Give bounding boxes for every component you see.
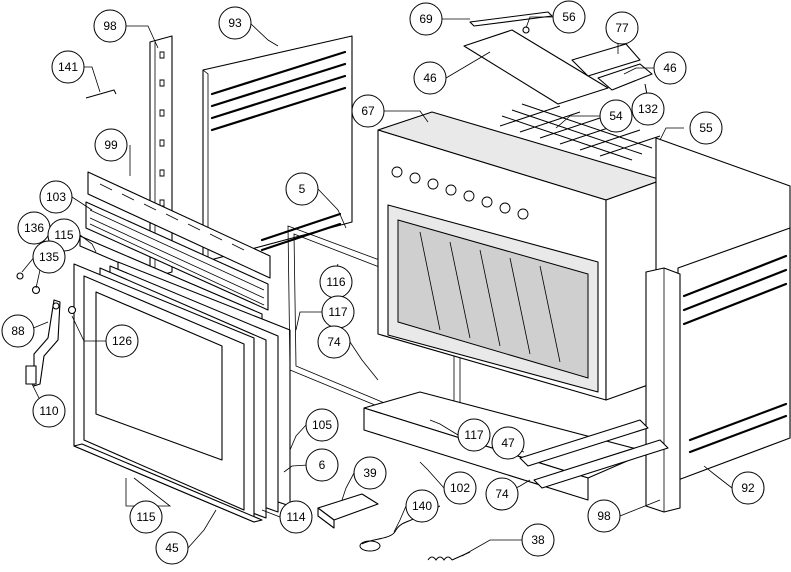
callout-135: 135 bbox=[32, 240, 66, 274]
callout-label: 140 bbox=[412, 499, 432, 513]
part-top-deflector bbox=[463, 11, 653, 105]
callout-110: 110 bbox=[32, 394, 66, 428]
callout-77: 77 bbox=[605, 11, 639, 45]
callout-46-right: 46 bbox=[653, 51, 687, 85]
part-door-handle bbox=[25, 299, 61, 387]
part-spring-probe bbox=[427, 551, 471, 561]
callout-92: 92 bbox=[731, 471, 765, 505]
part-firebox-body bbox=[377, 111, 663, 401]
callout-5: 5 bbox=[285, 172, 319, 206]
callout-label: 45 bbox=[165, 541, 179, 555]
callout-46-left: 46 bbox=[413, 61, 447, 95]
callout-93: 93 bbox=[218, 6, 252, 40]
callout-label: 88 bbox=[11, 324, 25, 338]
callout-99: 99 bbox=[94, 128, 128, 162]
callout-102: 102 bbox=[443, 471, 477, 505]
callout-label: 105 bbox=[312, 418, 332, 432]
callout-116: 116 bbox=[319, 265, 353, 299]
callout-label: 117 bbox=[328, 305, 347, 319]
callout-label: 38 bbox=[531, 533, 545, 547]
callout-label: 69 bbox=[419, 12, 433, 26]
callout-label: 136 bbox=[24, 221, 44, 235]
callout-132: 132 bbox=[631, 92, 665, 126]
callout-69: 69 bbox=[409, 2, 443, 36]
callout-label: 117 bbox=[464, 428, 483, 442]
callout-label: 115 bbox=[136, 510, 155, 524]
callout-98-top: 98 bbox=[93, 9, 127, 43]
callout-54: 54 bbox=[599, 99, 633, 133]
callout-label: 6 bbox=[319, 458, 326, 472]
callout-label: 103 bbox=[46, 190, 66, 204]
callout-label: 132 bbox=[638, 102, 658, 116]
callout-label: 46 bbox=[423, 71, 437, 85]
callout-55: 55 bbox=[689, 111, 723, 145]
callout-label: 102 bbox=[450, 481, 470, 495]
callout-label: 74 bbox=[327, 335, 341, 349]
callout-117-top: 117 bbox=[321, 295, 355, 329]
callout-label: 54 bbox=[609, 109, 623, 123]
callout-label: 67 bbox=[361, 104, 375, 118]
callout-88: 88 bbox=[1, 314, 35, 348]
callout-label: 92 bbox=[741, 481, 755, 495]
callout-label: 5 bbox=[299, 182, 306, 196]
callout-label: 39 bbox=[363, 466, 377, 480]
callout-label: 114 bbox=[286, 510, 305, 524]
callout-117-bottom: 117 bbox=[457, 418, 491, 452]
callout-label: 77 bbox=[615, 21, 629, 35]
part-fasteners bbox=[16, 272, 77, 315]
callout-label: 141 bbox=[58, 60, 78, 74]
callout-45: 45 bbox=[155, 531, 189, 565]
part-slotted-trim-bar bbox=[87, 171, 271, 279]
part-bent-rod bbox=[85, 89, 117, 99]
callout-label: 55 bbox=[699, 121, 713, 135]
callout-label: 99 bbox=[104, 138, 118, 152]
callout-67: 67 bbox=[351, 94, 385, 128]
callout-47: 47 bbox=[491, 426, 525, 460]
part-grate bbox=[499, 103, 661, 161]
callout-115-bottom: 115 bbox=[129, 500, 163, 534]
callout-136: 136 bbox=[17, 211, 51, 245]
callout-label: 47 bbox=[501, 436, 515, 450]
callout-label: 98 bbox=[597, 509, 611, 523]
callout-label: 115 bbox=[54, 228, 73, 242]
callout-74-top: 74 bbox=[317, 325, 351, 359]
callout-label: 93 bbox=[228, 16, 242, 30]
callout-6: 6 bbox=[305, 448, 339, 482]
part-control-box bbox=[317, 493, 379, 529]
callout-105: 105 bbox=[305, 408, 339, 442]
callout-103: 103 bbox=[39, 180, 73, 214]
callout-label: 56 bbox=[562, 10, 576, 24]
callout-label: 98 bbox=[103, 19, 117, 33]
callout-label: 135 bbox=[39, 250, 59, 264]
callout-74-bottom: 74 bbox=[485, 477, 519, 511]
part-rear-left-panel bbox=[202, 35, 353, 263]
callout-38: 38 bbox=[521, 523, 555, 557]
callout-126: 126 bbox=[105, 324, 139, 358]
callout-140: 140 bbox=[405, 489, 439, 523]
callout-label: 74 bbox=[495, 487, 509, 501]
part-right-side-panel bbox=[655, 137, 791, 481]
part-vertical-strip-right bbox=[645, 267, 681, 513]
callout-141: 141 bbox=[51, 50, 85, 84]
callout-114: 114 bbox=[279, 500, 313, 534]
callout-label: 126 bbox=[112, 334, 132, 348]
part-louvered-top-trim bbox=[85, 201, 269, 311]
callout-label: 46 bbox=[663, 61, 677, 75]
callout-39: 39 bbox=[353, 456, 387, 490]
callout-label: 116 bbox=[326, 275, 345, 289]
callout-label: 110 bbox=[39, 404, 58, 418]
callout-56: 56 bbox=[552, 0, 586, 34]
callout-98-bottom: 98 bbox=[587, 499, 621, 533]
